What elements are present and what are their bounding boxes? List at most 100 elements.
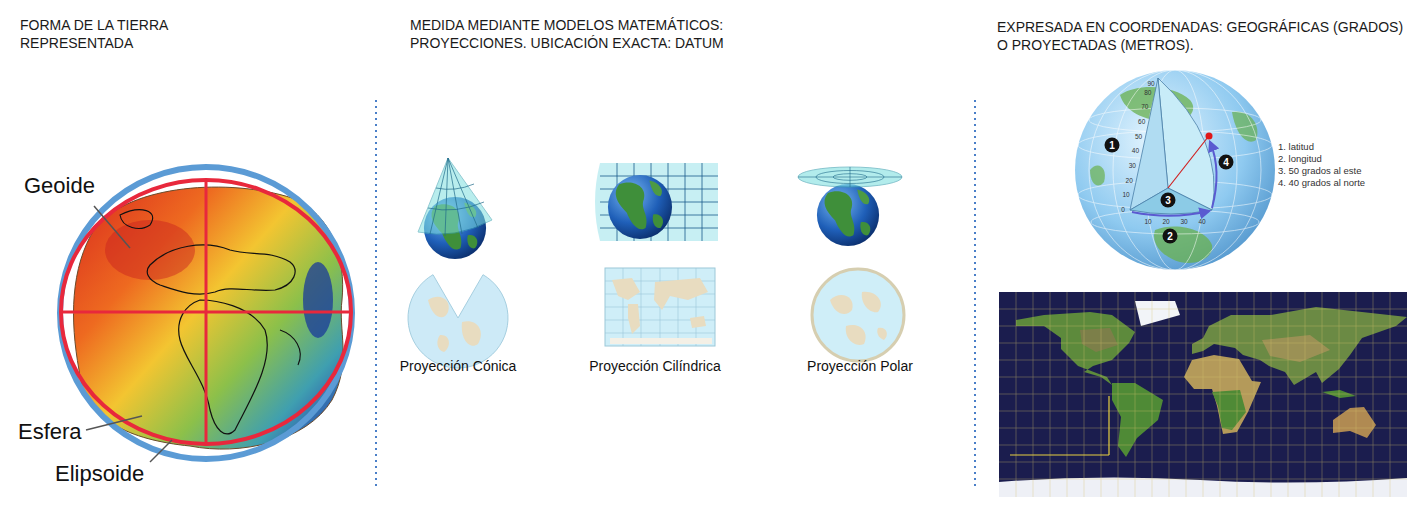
part-label: Elipsoide <box>55 462 144 486</box>
heading-text: FORMA DE LA TIERRA REPRESENTADA <box>20 16 220 52</box>
conic-projection-figure-part <box>408 275 508 368</box>
column-separator-part <box>375 100 377 487</box>
world-map-part-part <box>1016 292 1017 497</box>
cylindrical-projection-figure-part-part <box>685 163 686 241</box>
geoid-figure-part <box>120 210 153 229</box>
world-map-part-part <box>1152 292 1153 497</box>
projection-label: Proyección Cónica <box>400 359 517 374</box>
coordinate-globe-part-part <box>1105 138 1120 153</box>
cylindrical-projection-figure-part-part <box>641 268 642 346</box>
world-map-part-part <box>1010 454 1109 455</box>
world-map-part-part <box>1373 292 1374 497</box>
world-map-part <box>1262 335 1330 362</box>
world-map-part-part <box>1108 396 1109 455</box>
legend-text: 4. 40 grados al norte <box>1278 178 1365 188</box>
coordinate-globe <box>1075 70 1275 270</box>
geoid-figure-part <box>303 262 333 338</box>
cylindrical-projection-figure-part <box>600 163 718 241</box>
degree-tick: 60 <box>1138 118 1145 125</box>
cylindrical-projection-figure-part <box>610 338 712 344</box>
callout-number: 3 <box>1165 195 1171 206</box>
degree-tick: 70 <box>1141 104 1148 111</box>
degree-tick: 10 <box>1122 192 1129 199</box>
world-map-part-part <box>1322 292 1323 497</box>
coordinate-globe-part <box>1090 166 1105 186</box>
polar-projection-figure-part <box>798 167 902 187</box>
world-map-part-part <box>1186 292 1187 497</box>
column-heading: EXPRESADA EN COORDENADAS: GEOGRÁFICAS (G… <box>997 18 1407 57</box>
column-heading: MEDIDA MEDIANTE MODELOS MATEMÁTICOS: PRO… <box>410 16 800 55</box>
world-map-part-part <box>1050 292 1051 497</box>
world-map-part <box>1212 390 1246 430</box>
world-map-part <box>1184 355 1261 434</box>
coordinate-globe-part-part <box>1161 193 1176 208</box>
degree-tick: 0 <box>1121 206 1125 213</box>
leader-line-part <box>94 206 130 248</box>
world-map-part-part <box>1237 292 1238 497</box>
conic-projection-figure-part-part <box>445 158 448 236</box>
world-map-part-part <box>1203 292 1204 497</box>
geoid-figure-part <box>280 330 300 365</box>
world-map-part <box>1016 312 1135 385</box>
conic-projection-figure-part <box>428 158 484 236</box>
world-map-part <box>1010 396 1109 455</box>
leader-line <box>86 206 172 462</box>
world-map-part-part <box>1339 292 1340 497</box>
callout-number: 2 <box>1167 231 1173 242</box>
legend-text: 3. 50 grados al este <box>1278 166 1361 176</box>
legend-text: 1. latitud <box>1278 142 1314 152</box>
coordinate-globe-part <box>1206 133 1213 140</box>
world-map-part-part <box>1220 292 1221 497</box>
heading-text: EXPRESADA EN COORDENADAS: GEOGRÁFICAS (G… <box>997 18 1407 54</box>
coordinate-globe-part <box>1105 138 1234 244</box>
column-heading: FORMA DE LA TIERRA REPRESENTADA <box>20 16 220 55</box>
degree-tick: 30 <box>1129 162 1136 169</box>
world-map-part-part <box>1067 292 1068 497</box>
cylindrical-projection-figure-part-part <box>600 176 718 177</box>
cylindrical-projection-figure <box>595 163 718 346</box>
world-map-part-part <box>1033 292 1034 497</box>
world-map-part-part <box>1271 292 1272 497</box>
coordinate-globe-part <box>1210 142 1217 208</box>
polar-projection-figure-part-part <box>850 167 851 187</box>
geoid-figure-part <box>61 180 351 444</box>
world-map-part <box>1135 301 1180 326</box>
world-map-part-part <box>1254 292 1255 497</box>
geoid-figure <box>60 167 352 459</box>
leader-line-part <box>150 440 172 462</box>
polar-projection-figure-part <box>798 167 902 187</box>
world-map-part-part <box>1101 292 1102 497</box>
world-map-part <box>999 292 1407 497</box>
geoid-figure-part <box>60 167 352 459</box>
polar-projection-figure <box>798 167 904 361</box>
heading-text: MEDIDA MEDIANTE MODELOS MATEMÁTICOS: PRO… <box>410 16 800 52</box>
coordinate-globe-part <box>1078 70 1272 270</box>
coordinate-globe-part <box>1168 137 1208 188</box>
coordinate-globe-part <box>1130 188 1212 214</box>
polar-projection-figure-part <box>862 292 881 312</box>
legend-text: 2. longitud <box>1278 154 1322 164</box>
column-separator <box>376 100 975 487</box>
conic-projection-figure-part-part <box>436 184 474 189</box>
coordinate-globe-part-part <box>1219 155 1234 170</box>
callout-number: 1 <box>1109 140 1115 151</box>
projection-label: Proyección Polar <box>807 359 913 374</box>
polar-projection-figure-part <box>817 184 879 246</box>
cylindrical-projection-figure-part <box>595 163 718 241</box>
coordinate-globe-part-part <box>1113 70 1237 270</box>
coordinate-globe-part-part <box>1163 229 1178 244</box>
coordinate-globe-part <box>1154 226 1212 263</box>
degree-tick: 90 <box>1147 80 1154 87</box>
conic-projection-figure <box>408 158 508 368</box>
cylindrical-projection-figure-part <box>605 268 715 346</box>
conic-projection-figure-part-part <box>448 158 478 228</box>
column-separator-part <box>974 100 976 487</box>
conic-projection-figure-part-part <box>428 202 484 210</box>
conic-projection-figure-part <box>418 158 492 234</box>
degree-tick: 50 <box>1135 133 1142 140</box>
polar-projection-figure-part <box>812 269 904 361</box>
callout-number: 4 <box>1223 157 1229 168</box>
projection-label: Proyección Cilíndrica <box>589 359 721 374</box>
coordinate-globe-part <box>1130 78 1168 210</box>
